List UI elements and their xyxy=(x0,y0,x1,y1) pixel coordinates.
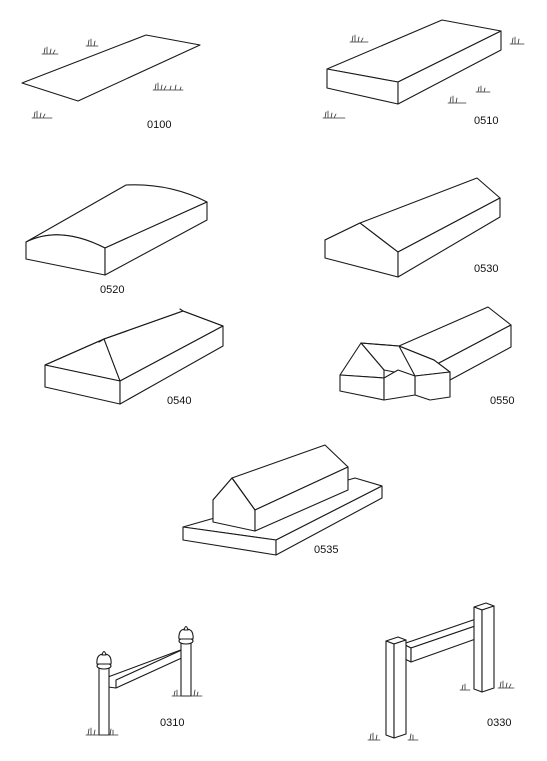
cross-gable-end xyxy=(414,371,451,401)
grass-tufts xyxy=(367,680,515,741)
grass-tufts xyxy=(31,38,184,119)
left-post-side xyxy=(393,639,407,739)
figure-0535: 0535 xyxy=(182,444,383,556)
figure-0330: 0330 xyxy=(367,602,515,741)
figure-0540: 0540 xyxy=(44,308,224,407)
box-side-face xyxy=(397,197,501,278)
flat-plane-shape xyxy=(21,34,201,102)
figure-0510: 0510 xyxy=(322,19,525,127)
box-side-face xyxy=(119,325,224,405)
right-post-side xyxy=(481,605,495,693)
grass-tufts xyxy=(85,689,203,736)
figure-0530: 0530 xyxy=(324,177,501,278)
figure-code-0540: 0540 xyxy=(167,395,191,407)
figure-code-0535: 0535 xyxy=(314,544,338,556)
figure-0100: 0100 xyxy=(21,34,201,131)
left-wing-front xyxy=(339,374,385,401)
left-post xyxy=(98,666,110,736)
right-post-front xyxy=(473,606,483,693)
left-wing-side xyxy=(383,369,416,401)
figure-0310: 0310 xyxy=(85,625,203,736)
figure-0520: 0520 xyxy=(25,184,208,296)
figure-code-0550: 0550 xyxy=(490,395,514,407)
grass-tufts xyxy=(322,34,525,119)
figure-code-0310: 0310 xyxy=(160,717,184,729)
figure-code-0100: 0100 xyxy=(147,119,171,131)
left-post-front xyxy=(385,640,395,739)
crossbar xyxy=(107,647,187,689)
platform-side xyxy=(275,485,383,556)
figure-code-0530: 0530 xyxy=(474,263,498,275)
figure-0550: 0550 xyxy=(339,306,514,407)
box-side-face xyxy=(397,30,502,105)
figure-code-0330: 0330 xyxy=(487,717,511,729)
right-post xyxy=(180,641,192,697)
figure-code-0510: 0510 xyxy=(474,115,498,127)
figure-code-0520: 0520 xyxy=(100,284,124,296)
house-side-face xyxy=(254,466,349,532)
box-side-face xyxy=(104,201,208,276)
